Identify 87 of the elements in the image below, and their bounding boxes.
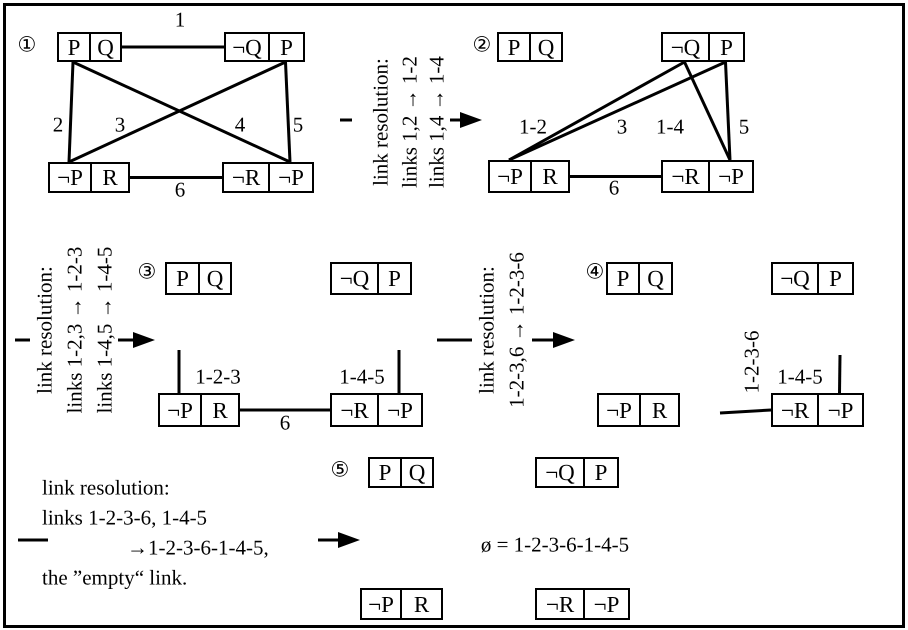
link-line (238, 408, 330, 412)
literal-cell: ¬Q (535, 457, 585, 488)
literal-cell: P (57, 32, 91, 62)
edge-label: 5 (738, 115, 750, 139)
edge-label: 2 (52, 113, 64, 137)
note-text: link resolution: (33, 266, 57, 394)
literal-cell: R (90, 162, 130, 193)
link-line (720, 408, 772, 414)
literal-cell: ¬P (817, 393, 864, 427)
edge-label: 6 (280, 411, 290, 435)
literal-cell: Q (638, 262, 673, 295)
literal-cell: Q (198, 262, 232, 295)
link-line (683, 61, 732, 161)
literal-cell: R (400, 588, 443, 620)
literal-cell: P (377, 262, 412, 295)
link-line (568, 175, 661, 178)
literal-cell: ¬P (708, 160, 754, 193)
edge-label: 3 (114, 113, 126, 137)
note-text: links 1,4 → 1-4 (425, 56, 449, 188)
literal-cell: ¬P (488, 160, 532, 193)
edge-label: 1 (174, 8, 186, 32)
edge-label: 1-2-3-6 (740, 330, 764, 394)
edge-label: 1-2-3 (195, 365, 241, 389)
edge-label: 1-4-5 (777, 365, 823, 389)
literal-cell: ¬P (583, 588, 630, 620)
literal-cell: ¬P (597, 393, 641, 427)
literal-cell: P (165, 262, 200, 295)
literal-cell: P (497, 32, 531, 62)
edge-label: 1-4-5 (339, 365, 385, 389)
link-line (68, 62, 74, 162)
link-line (128, 176, 222, 179)
literal-cell: P (583, 457, 619, 488)
note-text: links 1-4,5 → 1-4-5 (93, 246, 117, 414)
literal-cell: P (268, 32, 305, 62)
literal-cell: ¬Q (661, 32, 710, 62)
link-line (120, 46, 224, 48)
literal-cell: ¬R (535, 588, 585, 620)
literal-cell: P (708, 32, 745, 62)
edge-label: 6 (608, 176, 620, 200)
literal-cell: ¬R (330, 393, 379, 427)
literal-cell: ¬P (360, 588, 402, 620)
literal-cell: Q (400, 457, 434, 488)
note-text: links 1,2 → 1-2 (398, 56, 422, 188)
link-line (284, 62, 292, 162)
literal-cell: ¬P (158, 393, 202, 427)
step-number: ⑤ (330, 458, 350, 482)
note-text: 1-2-3,6 → 1-2-3-6 (505, 252, 529, 408)
literal-cell: ¬R (222, 162, 270, 193)
edge-label: 5 (292, 113, 304, 137)
literal-cell: R (639, 393, 680, 427)
literal-cell: ¬P (377, 393, 423, 427)
literal-cell: ¬Q (224, 32, 270, 62)
literal-cell: ¬Q (771, 262, 819, 295)
link-line (398, 350, 400, 393)
literal-cell: Q (89, 32, 122, 62)
link-line (724, 62, 732, 160)
literal-cell: R (530, 160, 570, 193)
literal-cell: ¬Q (330, 262, 379, 295)
step-number: ① (18, 33, 36, 57)
edge-label: 6 (174, 178, 186, 202)
literal-cell: Q (529, 32, 563, 62)
note-text: ø = 1-2-3-6-1-4-5 (480, 533, 630, 557)
literal-cell: ¬R (661, 160, 710, 193)
note-text: the ”empty“ link. (42, 566, 188, 590)
edge-label: 4 (234, 113, 246, 137)
edge-label: 1-4 (656, 115, 684, 139)
step-number: ② (472, 33, 492, 57)
edge-label: 3 (616, 115, 628, 139)
literal-cell: ¬P (48, 162, 92, 193)
literal-cell: P (606, 262, 640, 295)
note-text: links 1-2-3-6, 1-4-5 (42, 506, 208, 530)
note-text: link resolution: (475, 266, 499, 394)
link-line (838, 354, 842, 394)
note-text: →1-2-3-6-1-4-5, (127, 536, 269, 560)
note-text: links 1-2,3 → 1-2-3 (63, 246, 87, 414)
literal-cell: ¬P (268, 162, 314, 193)
note-text: link resolution: (369, 58, 393, 186)
literal-cell: R (200, 393, 240, 427)
step-number: ④ (586, 260, 604, 284)
literal-cell: P (368, 457, 402, 488)
link-line (508, 60, 726, 162)
edge-label: 1-2 (519, 115, 547, 139)
literal-cell: P (817, 262, 854, 295)
note-text: link resolution: (42, 476, 170, 500)
literal-cell: ¬R (771, 393, 819, 427)
link-line (178, 350, 180, 393)
step-number: ③ (138, 260, 156, 284)
